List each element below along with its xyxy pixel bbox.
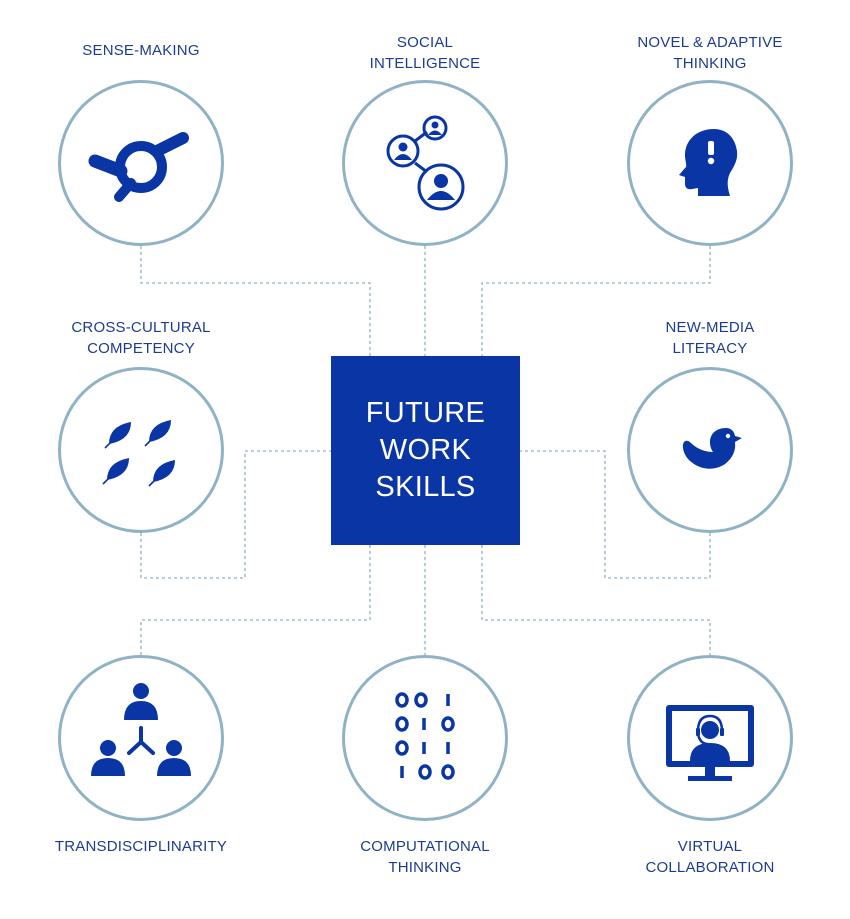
binary-code-icon bbox=[395, 692, 455, 780]
social-network-icon bbox=[386, 115, 465, 211]
label-line: COMPUTATIONAL bbox=[360, 838, 490, 855]
skill-circle-social-intelligence bbox=[342, 80, 508, 246]
team-hierarchy-icon bbox=[91, 683, 191, 776]
label-line: NEW-MEDIA bbox=[665, 319, 755, 336]
label-line: THINKING bbox=[673, 55, 747, 72]
skill-label-cross-cultural-competency: CROSS-CULTURAL COMPETENCY bbox=[31, 317, 251, 359]
skill-circle-cross-cultural-competency bbox=[58, 367, 224, 533]
center-title-line: SKILLS bbox=[375, 471, 476, 503]
skill-circle-transdisciplinarity bbox=[58, 655, 224, 821]
bird-icon bbox=[682, 428, 742, 469]
skill-circle-novel-adaptive-thinking bbox=[627, 80, 793, 246]
knot-icon bbox=[88, 132, 189, 202]
label-line: NOVEL & ADAPTIVE bbox=[637, 34, 783, 51]
skill-circle-computational-thinking bbox=[342, 655, 508, 821]
monitor-headset-icon bbox=[666, 705, 754, 781]
skill-circle-sense-making bbox=[58, 80, 224, 246]
skill-label-novel-adaptive-thinking: NOVEL & ADAPTIVE THINKING bbox=[600, 32, 820, 74]
label-line: TRANSDISCIPLINARITY bbox=[54, 838, 228, 855]
skill-label-virtual-collaboration: VIRTUAL COLLABORATION bbox=[600, 836, 820, 878]
label-line: THINKING bbox=[388, 859, 462, 876]
skill-label-social-intelligence: SOCIAL INTELLIGENCE bbox=[315, 32, 535, 74]
label-line: VIRTUAL bbox=[677, 838, 743, 855]
skill-circle-virtual-collaboration bbox=[627, 655, 793, 821]
skill-label-transdisciplinarity: TRANSDISCIPLINARITY bbox=[31, 836, 251, 857]
skill-circle-new-media-literacy bbox=[627, 367, 793, 533]
center-title-box: FUTURE WORK SKILLS bbox=[331, 356, 520, 545]
label-line: INTELLIGENCE bbox=[369, 55, 481, 72]
label-line: COLLABORATION bbox=[645, 859, 775, 876]
center-title-line: WORK bbox=[379, 434, 472, 466]
skill-label-computational-thinking: COMPUTATIONAL THINKING bbox=[315, 836, 535, 878]
skill-label-new-media-literacy: NEW-MEDIA LITERACY bbox=[600, 317, 820, 359]
skill-label-sense-making: SENSE-MAKING bbox=[31, 40, 251, 61]
leaves-icon bbox=[102, 420, 175, 487]
label-line: SOCIAL bbox=[396, 34, 454, 51]
label-line: LITERACY bbox=[672, 340, 748, 357]
label-line: CROSS-CULTURAL bbox=[71, 319, 211, 336]
label-line: SENSE-MAKING bbox=[82, 42, 200, 59]
label-line: COMPETENCY bbox=[87, 340, 195, 357]
center-title-line: FUTURE bbox=[365, 397, 486, 429]
head-exclamation-icon bbox=[679, 129, 738, 196]
